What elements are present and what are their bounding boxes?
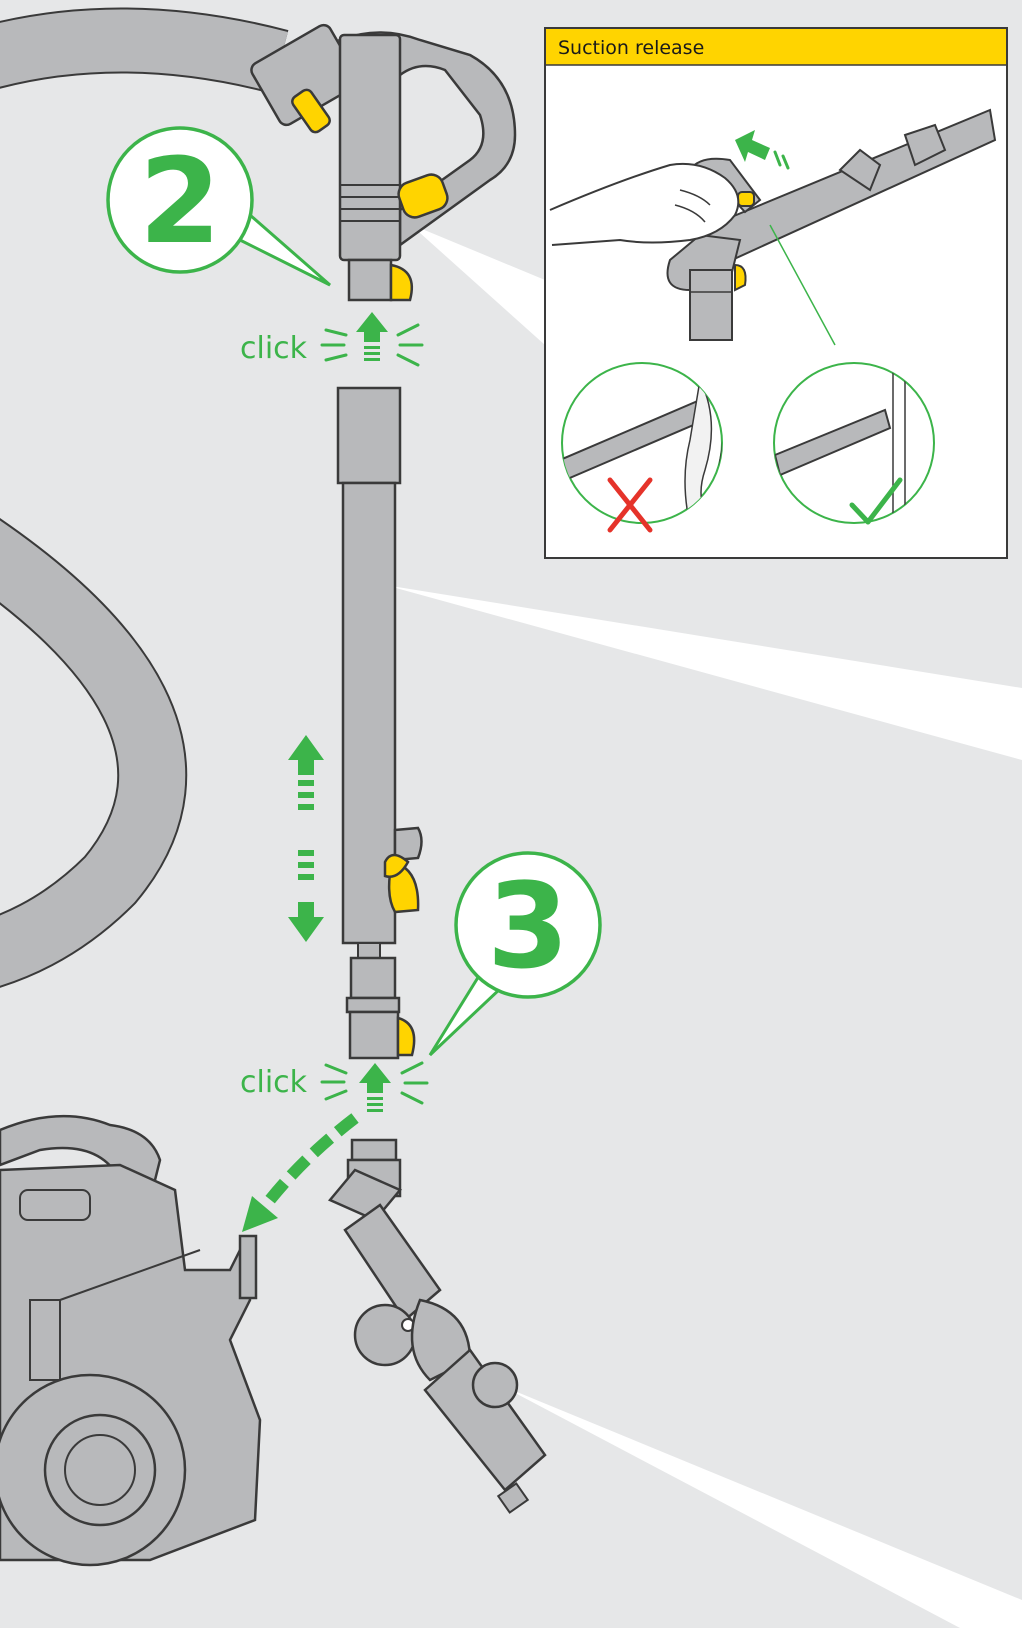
left-arrow-icon — [735, 130, 770, 162]
step-2-callout: 2 — [106, 126, 331, 287]
callout-beam-floorhead — [500, 1385, 1022, 1628]
hose-top — [0, 7, 289, 94]
extension-wand — [336, 386, 423, 1060]
inset-correct — [773, 362, 935, 525]
wand-handle — [250, 23, 517, 302]
callout-beam-panel — [410, 224, 545, 345]
click-label-top: click — [240, 331, 308, 366]
cross-mark-icon — [607, 477, 653, 533]
check-mark-icon — [849, 477, 903, 525]
curved-arrow-icon — [242, 1113, 359, 1232]
step-3-callout: 3 — [428, 851, 602, 1057]
callout-beam-wand — [385, 585, 1022, 760]
hose-left — [0, 518, 188, 988]
suction-release-panel: Suction release — [544, 27, 1008, 559]
step-3-number: 3 — [487, 857, 569, 995]
double-arrow-icon — [288, 735, 324, 942]
click-label-bottom: click — [240, 1065, 308, 1100]
step-2-number: 2 — [139, 132, 221, 270]
up-arrow-icon — [356, 312, 388, 342]
up-arrow-icon — [359, 1063, 391, 1093]
hand-holding-wand — [549, 108, 997, 346]
inset-incorrect — [561, 362, 723, 533]
vacuum-body — [0, 1114, 262, 1567]
click-indicator-bottom: click — [240, 1061, 429, 1112]
floor-head — [327, 1138, 547, 1514]
click-indicator-top: click — [240, 312, 424, 367]
panel-title: Suction release — [558, 37, 704, 59]
